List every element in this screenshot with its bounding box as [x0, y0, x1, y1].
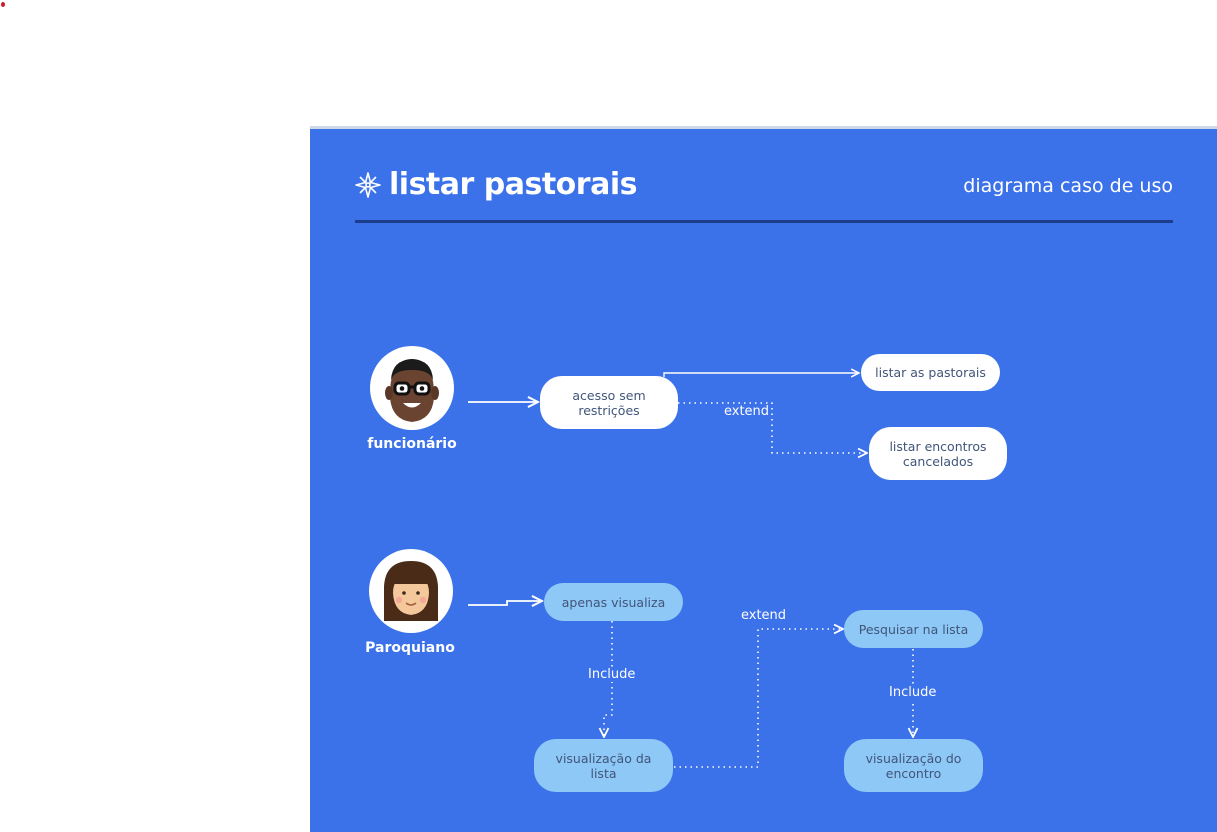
diagram-edges: [468, 129, 1217, 768]
edge-paroquiano-apenas-visualiza: [468, 601, 542, 605]
use-case-listar-encontros-cancelados[interactable]: listar encontros cancelados: [869, 427, 1007, 480]
actor-paroquiano-label: Paroquiano: [365, 640, 455, 656]
page-subtitle: diagrama caso de uso: [963, 175, 1173, 197]
edge-label-extend-1: extend: [722, 404, 772, 419]
edge-label-include-1: Include: [586, 667, 638, 682]
title-divider: [355, 220, 1173, 223]
edge-acesso-encontros-cancelados: [678, 402, 867, 453]
edge-label-extend-2: extend: [739, 608, 789, 623]
compass-rose-icon: [355, 172, 381, 198]
actor-funcionario-label: funcionário: [367, 436, 457, 452]
edge-acesso-listar-pastorais: [663, 373, 859, 377]
use-case-apenas-visualiza[interactable]: apenas visualiza: [544, 583, 683, 621]
use-case-pesquisar-na-lista[interactable]: Pesquisar na lista: [844, 610, 983, 648]
edge-lista-pesquisar: [674, 629, 843, 768]
diagram-board: listar pastorais diagrama caso de uso: [310, 126, 1217, 832]
edge-label-include-2: Include: [887, 685, 939, 700]
use-case-visualizacao-do-encontro[interactable]: visualização do encontro: [844, 739, 983, 792]
use-case-acesso-sem-restricoes[interactable]: acesso sem restrições: [540, 376, 678, 429]
actor-paroquiano-avatar: [369, 549, 453, 633]
use-case-listar-as-pastorais[interactable]: listar as pastorais: [861, 354, 1000, 391]
page-title: listar pastorais: [389, 167, 637, 202]
man-with-glasses-icon: [385, 359, 439, 422]
use-case-visualizacao-da-lista[interactable]: visualização da lista: [534, 739, 673, 792]
red-marker-dot: [1, 2, 5, 7]
actor-funcionario-avatar: [370, 346, 454, 430]
woman-icon: [384, 561, 438, 621]
title-row: listar pastorais: [355, 167, 637, 203]
